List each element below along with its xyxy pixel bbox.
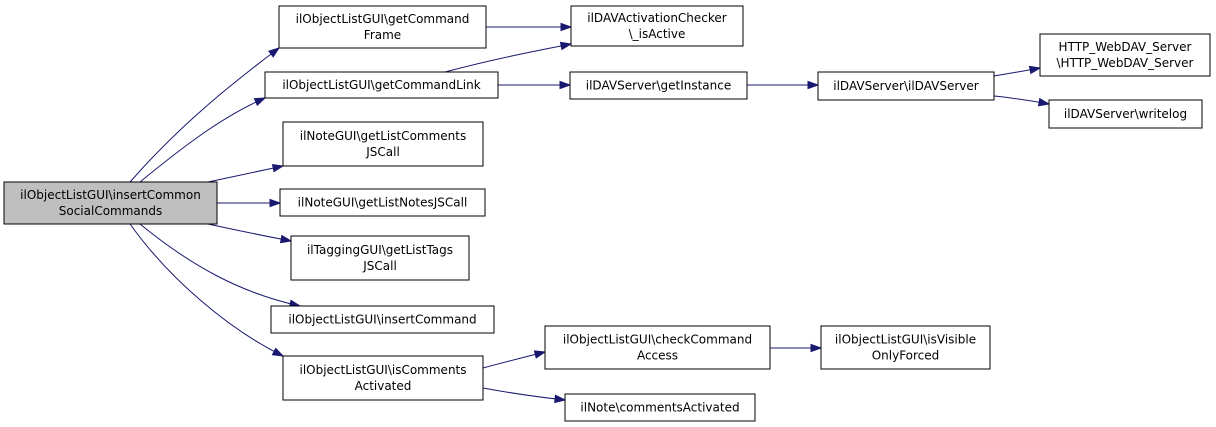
edge-root-to-getCommandLink bbox=[139, 97, 267, 183]
edge-arrowhead bbox=[560, 22, 573, 32]
edge-arrowhead bbox=[533, 350, 547, 359]
node-label-line: Activated bbox=[355, 379, 412, 393]
edge-getCommandFrame-to-davIsActive bbox=[486, 22, 573, 32]
edge-davGetInstance-to-davServer bbox=[747, 80, 820, 90]
edge-line bbox=[444, 43, 572, 73]
node-getListNotesJSCall[interactable]: ilNoteGUI\getListNotesJSCall bbox=[279, 188, 486, 217]
edge-isCommentsActivated-to-checkCommandAccess bbox=[482, 350, 547, 369]
edge-root-to-getListNotesJSCall bbox=[213, 198, 282, 208]
node-box bbox=[817, 71, 995, 101]
node-box bbox=[1039, 33, 1211, 77]
node-box bbox=[290, 235, 470, 281]
node-label-line: \HTTP_WebDAV_Server bbox=[1057, 56, 1194, 70]
edge-getCommandLink-to-davGetInstance bbox=[498, 80, 572, 90]
edge-arrowhead bbox=[554, 394, 567, 404]
node-insertCommand[interactable]: ilObjectListGUI\insertCommand bbox=[270, 305, 495, 334]
node-box bbox=[820, 325, 991, 370]
node-box bbox=[279, 188, 486, 217]
node-box bbox=[278, 5, 487, 49]
node-label-line: ilDAVServer\writelog bbox=[1064, 107, 1187, 121]
edge-root-to-isCommentsActivated bbox=[129, 223, 285, 357]
node-label-line: \_isActive bbox=[629, 27, 686, 41]
edge-arrowhead bbox=[271, 347, 285, 357]
edge-arrowhead bbox=[1037, 97, 1051, 107]
edge-arrowhead bbox=[810, 343, 823, 353]
node-label-line: ilObjectListGUI\isVisible bbox=[835, 333, 976, 347]
edge-arrowhead bbox=[253, 97, 267, 107]
node-label-line: ilObjectListGUI\getCommand bbox=[296, 12, 470, 26]
node-label-line: ilDAVServer\ilDAVServer bbox=[833, 79, 979, 93]
edge-isCommentsActivated-to-commentsActivated bbox=[482, 387, 567, 404]
edge-getCommandLink-to-davIsActive bbox=[444, 41, 573, 73]
node-writelog[interactable]: ilDAVServer\writelog bbox=[1048, 99, 1203, 129]
edge-arrowhead bbox=[559, 41, 573, 51]
edge-davServer-to-writelog bbox=[993, 95, 1051, 107]
node-label-line: ilNote\commentsActivated bbox=[580, 401, 739, 415]
edge-arrowhead bbox=[807, 80, 820, 90]
node-getCommandLink[interactable]: ilObjectListGUI\getCommandLink bbox=[264, 71, 499, 99]
node-davServer[interactable]: ilDAVServer\ilDAVServer bbox=[817, 71, 995, 101]
edge-davServer-to-httpWebDav bbox=[993, 65, 1042, 77]
edge-checkCommandAccess-to-isVisibleOnlyForced bbox=[770, 343, 823, 353]
node-label-line: ilDAVServer\getInstance bbox=[586, 79, 732, 93]
node-label-line: OnlyForced bbox=[872, 349, 940, 363]
node-label-line: ilTaggingGUI\getListTags bbox=[307, 243, 453, 257]
node-label-line: JSCall bbox=[362, 259, 397, 273]
edge-line bbox=[129, 223, 284, 357]
edge-arrowhead bbox=[1028, 65, 1042, 75]
node-label-line: ilObjectListGUI\getCommandLink bbox=[282, 78, 480, 92]
edge-line bbox=[207, 165, 284, 183]
node-davIsActive[interactable]: ilDAVActivationChecker \_isActive bbox=[570, 5, 744, 47]
node-label-line: ilObjectListGUI\checkCommand bbox=[563, 333, 752, 347]
edge-root-to-getListCommentsJSCall bbox=[207, 164, 285, 183]
nodes-layer: ilObjectListGUI\insertCommonSocialComman… bbox=[3, 5, 1211, 422]
node-box bbox=[282, 355, 484, 401]
node-box bbox=[569, 71, 748, 100]
edge-line bbox=[482, 387, 566, 401]
node-label-line: Frame bbox=[364, 28, 401, 42]
edge-line bbox=[139, 97, 266, 183]
node-label-line: ilObjectListGUI\insertCommand bbox=[288, 313, 476, 327]
node-box bbox=[544, 325, 771, 370]
edge-arrowhead bbox=[559, 80, 572, 90]
edge-arrowhead bbox=[279, 234, 293, 244]
edges-layer bbox=[129, 22, 1051, 404]
node-box bbox=[564, 393, 756, 422]
node-root[interactable]: ilObjectListGUI\insertCommonSocialComman… bbox=[3, 181, 218, 225]
edge-line bbox=[139, 223, 301, 307]
node-commentsActivated[interactable]: ilNote\commentsActivated bbox=[564, 393, 756, 422]
edge-root-to-getCommandFrame bbox=[129, 47, 281, 183]
node-label-line: Access bbox=[637, 349, 678, 363]
edge-line bbox=[207, 223, 292, 242]
node-label-line: ilDAVActivationChecker bbox=[587, 11, 727, 25]
node-davGetInstance[interactable]: ilDAVServer\getInstance bbox=[569, 71, 748, 100]
node-label-line: JSCall bbox=[365, 145, 400, 159]
edge-arrowhead bbox=[268, 47, 281, 58]
node-box bbox=[264, 71, 499, 99]
node-label-line: ilObjectListGUI\isComments bbox=[299, 363, 466, 377]
node-box bbox=[1048, 99, 1203, 129]
node-label-line: ilNoteGUI\getListComments bbox=[300, 129, 466, 143]
edge-root-to-getListTagsJSCall bbox=[207, 223, 293, 244]
node-label-line: SocialCommands bbox=[59, 204, 163, 218]
node-label-line: ilNoteGUI\getListNotesJSCall bbox=[298, 196, 468, 210]
node-label-line: ilObjectListGUI\insertCommon bbox=[20, 188, 201, 202]
node-httpWebDav[interactable]: HTTP_WebDAV_Server \HTTP_WebDAV_Server bbox=[1039, 33, 1211, 77]
node-label-line: HTTP_WebDAV_Server bbox=[1059, 40, 1192, 54]
edge-arrowhead bbox=[271, 164, 285, 173]
node-box bbox=[282, 121, 484, 167]
node-box bbox=[570, 5, 744, 47]
node-box bbox=[3, 181, 218, 225]
edge-line bbox=[129, 47, 280, 183]
node-box bbox=[270, 305, 495, 334]
edge-arrowhead bbox=[269, 198, 282, 208]
